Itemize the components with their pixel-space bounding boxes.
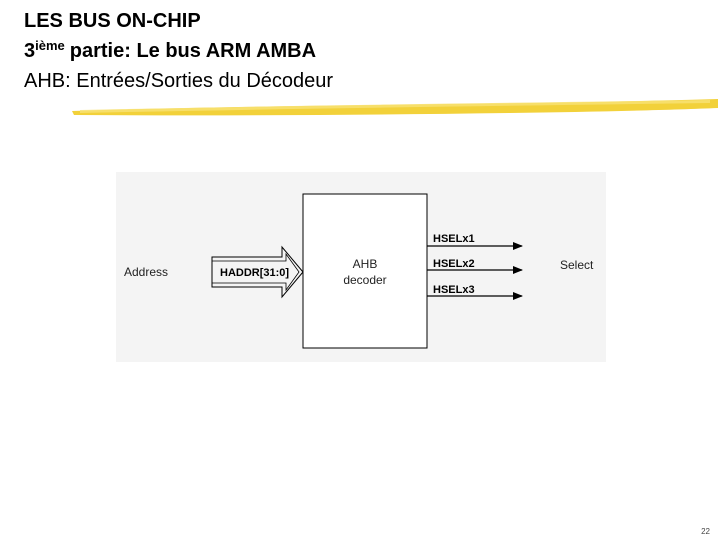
haddr-bus-label: HADDR[31:0]	[220, 267, 289, 279]
title-part-number: 3	[24, 40, 36, 62]
bus-input-arrow	[211, 245, 304, 299]
bus-input-arrow-inner	[212, 252, 300, 292]
title-part-rest: partie: Le bus ARM AMBA	[69, 40, 317, 62]
hselx3-label: HSELx3	[433, 284, 475, 296]
title-line-1: LES BUS ON-CHIP	[24, 10, 201, 32]
title-line-3: AHB: Entrées/Sorties du Décodeur	[24, 70, 334, 92]
hselx2-label: HSELx2	[433, 258, 475, 270]
select-label: Select	[560, 258, 594, 272]
address-label: Address	[124, 265, 168, 279]
decoder-label-line1: AHB	[353, 257, 378, 271]
title-part-superscript: ième	[35, 37, 65, 53]
decoder-label-line2: decoder	[343, 273, 386, 287]
title-underline-brush	[72, 99, 718, 116]
page-number: 22	[701, 527, 710, 536]
hselx1-label: HSELx1	[433, 233, 475, 245]
ahb-decoder-block	[302, 193, 428, 349]
